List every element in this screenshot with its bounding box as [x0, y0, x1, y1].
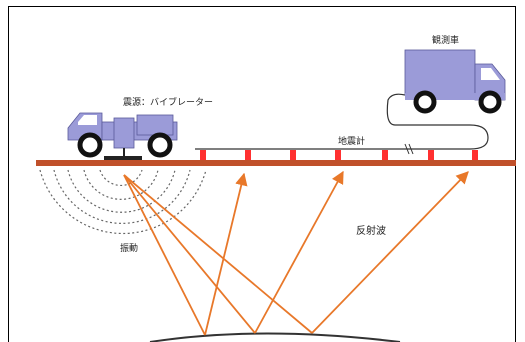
source-label: 震源：バイブレーター [123, 98, 214, 108]
geophone-cable [195, 93, 489, 150]
geophone-label: 地震計 [338, 137, 366, 147]
geophone [290, 150, 296, 160]
geophone [382, 150, 388, 160]
geophone [428, 150, 434, 160]
recording-truck-label: 観測車 [432, 36, 460, 46]
reflector-layer [149, 332, 401, 342]
geophone [245, 150, 251, 160]
ground-surface [36, 160, 516, 166]
geophones [200, 150, 478, 160]
geophone [335, 150, 341, 160]
recording-truck [404, 49, 506, 114]
vibration-wavefronts [39, 169, 207, 235]
geophone [200, 150, 206, 160]
vibrator-truck [67, 112, 178, 160]
geophone [472, 150, 478, 160]
reflection-rays [123, 170, 469, 336]
reflected-wave-label: 反射波 [356, 226, 386, 237]
vibration-label: 振動 [120, 244, 139, 254]
